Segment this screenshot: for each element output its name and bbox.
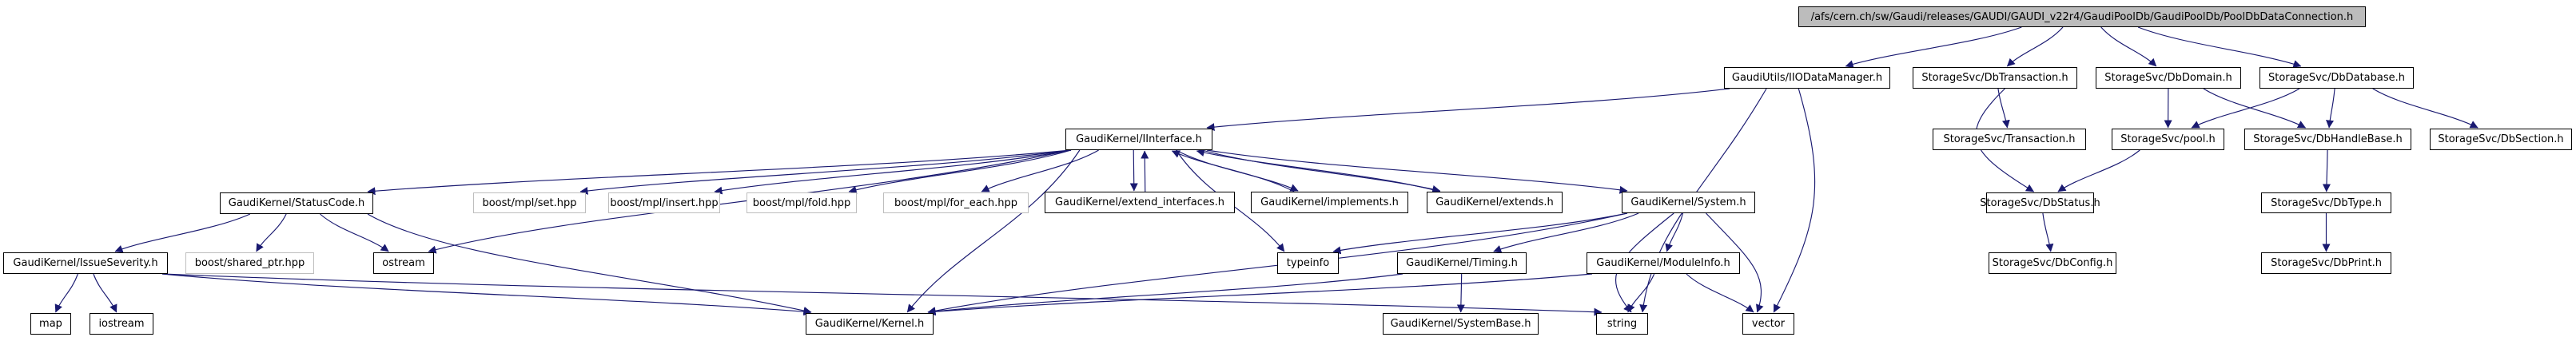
graph-node-dbdatabase[interactable]: StorageSvc/DbDatabase.h [2259,67,2414,89]
graph-node-iinterface[interactable]: GaudiKernel/IInterface.h [1065,129,1212,150]
edge-dbstatus-to-dbconfig [2042,212,2054,252]
graph-node-implements[interactable]: GaudiKernel/implements.h [1251,192,1408,213]
graph-node-pool[interactable]: StorageSvc/pool.h [2112,129,2224,150]
edge-iinterface-to-mpl_foreach [981,149,1099,192]
graph-node-moduleinfo[interactable]: GaudiKernel/ModuleInfo.h [1587,252,1740,274]
graph-node-mpl_set[interactable]: boost/mpl/set.hpp [473,192,586,213]
edge-iiodatamanager-to-vector [1773,88,1816,313]
edge-issueseverity-to-map [54,273,78,313]
graph-node-ostream[interactable]: ostream [373,252,434,274]
edge-root-to-dbdatabase [2137,26,2302,68]
edge-issueseverity-to-kernel [161,273,812,316]
graph-node-root: /afs/cern.ch/sw/Gaudi/releases/GAUDI/GAU… [1798,6,2366,27]
edge-timing-to-kernel [927,273,1403,315]
edge-statuscode-to-ostream [320,213,389,252]
graph-node-transaction[interactable]: StorageSvc/Transaction.h [1933,129,2086,150]
graph-node-kernel[interactable]: GaudiKernel/Kernel.h [806,313,934,335]
graph-node-dbtype[interactable]: StorageSvc/DbType.h [2261,192,2391,213]
graph-node-dbdomain[interactable]: StorageSvc/DbDomain.h [2096,67,2241,89]
edge-system-to-moduleinfo [1665,212,1684,252]
graph-node-systembase[interactable]: GaudiKernel/SystemBase.h [1383,313,1539,335]
edge-iinterface-to-statuscode [367,149,1072,196]
graph-node-statuscode[interactable]: GaudiKernel/StatusCode.h [220,192,373,214]
graph-node-iostream[interactable]: iostream [90,313,153,335]
edge-pool-to-dbstatus [2057,149,2140,192]
graph-node-dbsection[interactable]: StorageSvc/DbSection.h [2430,129,2572,150]
edge-iiodatamanager-to-iinterface [1206,88,1730,132]
edge-system-to-typeinfo [1332,212,1628,255]
graph-node-string[interactable]: string [1596,313,1648,335]
graph-node-dbstatus[interactable]: StorageSvc/DbStatus.h [1980,192,2100,213]
edge-iinterface-to-mpl_insert [714,149,1072,195]
graph-node-dbtransaction[interactable]: StorageSvc/DbTransaction.h [1913,67,2077,89]
graph-node-issueseverity[interactable]: GaudiKernel/IssueSeverity.h [3,252,168,274]
edge-statuscode-to-issueseverity [114,213,251,253]
graph-node-map[interactable]: map [30,313,71,335]
graph-node-extend_interfaces[interactable]: GaudiKernel/extend_interfaces.h [1045,192,1235,213]
edge-dbdatabase-to-dbsection [2372,88,2478,129]
edge-root-to-dbtransaction [2006,26,2064,67]
graph-node-vector[interactable]: vector [1742,313,1794,335]
edge-implements-to-iinterface [1171,150,1295,192]
edge-dbdatabase-to-pool [2191,88,2300,129]
edge-timing-to-systembase [1456,273,1465,313]
edge-root-to-dbdomain [2100,26,2157,67]
edge-moduleinfo-to-kernel [927,273,1593,316]
edge-moduleinfo-to-string [1627,273,1655,313]
edge-system-to-timing [1493,212,1639,253]
edge-iinterface-to-kernel [906,149,1081,313]
edge-dbdomain-to-dbhandlebase [2203,88,2307,129]
edge-iinterface-to-mpl_fold [848,149,1072,194]
edge-iinterface-to-extend_interfaces [1129,149,1138,192]
graph-node-mpl_insert[interactable]: boost/mpl/insert.hpp [608,192,720,213]
edge-dbdatabase-to-dbhandlebase [2326,88,2335,129]
graph-node-mpl_fold[interactable]: boost/mpl/fold.hpp [747,192,857,213]
edge-iinterface-to-ostream [428,149,1072,254]
graph-node-system[interactable]: GaudiKernel/System.h [1622,192,1755,213]
graph-node-timing[interactable]: GaudiKernel/Timing.h [1397,252,1527,274]
graph-node-dbhandlebase[interactable]: StorageSvc/DbHandleBase.h [2244,129,2411,150]
graph-node-dbconfig[interactable]: StorageSvc/DbConfig.h [1989,252,2116,274]
edge-iinterface-to-mpl_set [579,149,1072,195]
edge-statuscode-to-shared_ptr [256,213,287,252]
edge-issueseverity-to-string [161,273,1603,316]
edge-statuscode-to-kernel [367,213,812,315]
edge-iinterface-to-system [1206,149,1628,194]
graph-node-shared_ptr[interactable]: boost/shared_ptr.hpp [185,252,314,274]
edge-issueseverity-to-iostream [93,273,117,313]
edge-extends-to-iinterface [1196,149,1441,192]
graph-node-mpl_foreach[interactable]: boost/mpl/for_each.hpp [883,192,1029,213]
edge-root-to-iiodatamanager [1845,26,2022,69]
edge-moduleinfo-to-vector [1686,273,1754,313]
graph-node-typeinfo[interactable]: typeinfo [1277,252,1339,274]
edge-system-to-vector [1706,212,1764,313]
graph-node-dbprint[interactable]: StorageSvc/DbPrint.h [2261,252,2391,274]
graph-node-extends[interactable]: GaudiKernel/extends.h [1427,192,1563,213]
graph-node-iiodatamanager[interactable]: GaudiUtils/IIODataManager.h [1724,67,1890,89]
edge-dbtransaction-to-transaction [1997,88,2010,129]
